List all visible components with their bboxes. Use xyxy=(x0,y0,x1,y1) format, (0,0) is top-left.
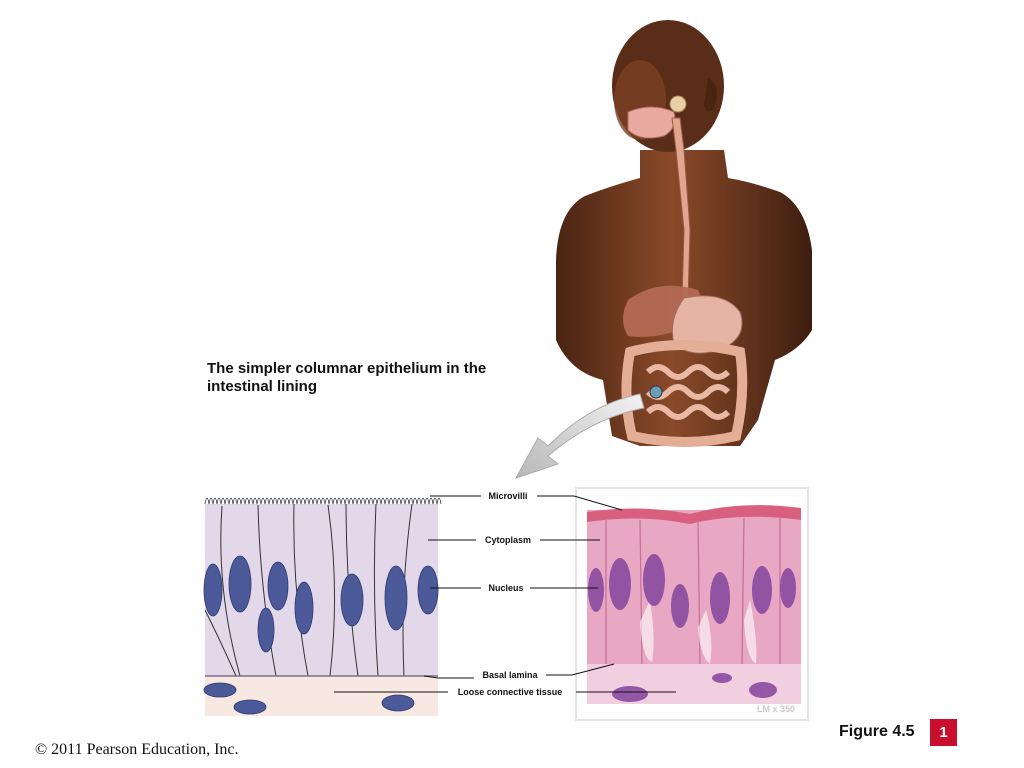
label-nucleus: Nucleus xyxy=(488,583,524,593)
magnification-label: LM x 350 xyxy=(757,704,796,714)
copyright-notice: © 2011 Pearson Education, Inc. xyxy=(35,741,239,758)
nucleus-drawing xyxy=(417,565,439,615)
leader-basal-lamina-right xyxy=(546,663,615,676)
connective-nucleus-drawing xyxy=(233,699,267,715)
micrograph-nucleus xyxy=(752,566,772,614)
torso-illustration xyxy=(556,20,812,447)
micrograph-clear-space xyxy=(744,600,757,664)
micrograph-nucleus xyxy=(609,558,631,610)
micrograph-brush-border xyxy=(587,505,801,524)
micrograph-nucleus xyxy=(643,554,665,606)
nucleus-drawing xyxy=(203,563,223,617)
digestive-tract xyxy=(621,95,748,447)
micrograph-connective-nucleus xyxy=(749,682,777,698)
salivary-gland xyxy=(669,95,687,113)
figure-number: Figure 4.5 xyxy=(839,723,915,740)
nucleus-drawing xyxy=(267,561,289,611)
micrograph-cell-wall xyxy=(741,517,745,665)
nucleus-drawing xyxy=(228,555,252,613)
nucleus-drawing xyxy=(384,565,408,631)
small-intestine xyxy=(645,364,731,420)
figure-caption: The simpler columnar epithelium in the i… xyxy=(207,360,487,395)
leader-lines xyxy=(334,495,676,693)
micrograph-clear-spaces xyxy=(640,600,757,664)
connective-nucleus-drawing xyxy=(381,694,415,712)
micrograph-cell-wall xyxy=(639,519,643,665)
micrograph-nucleus xyxy=(588,568,604,612)
mouth-cavity xyxy=(627,106,676,139)
ear xyxy=(704,78,717,112)
large-intestine xyxy=(621,340,748,447)
micrograph-clear-space xyxy=(640,600,654,662)
micrograph-clear-space xyxy=(698,610,712,664)
connective-nucleus-drawing xyxy=(203,682,237,698)
label-loose-connective-tissue: Loose connective tissue xyxy=(457,687,563,697)
cell-boundary xyxy=(257,504,277,677)
cell-boundary xyxy=(220,505,241,677)
nuclei-drawing xyxy=(203,555,439,715)
cell-boundary xyxy=(204,609,237,677)
magnified-region-marker xyxy=(649,385,663,399)
microvilli-border-drawing xyxy=(204,497,442,505)
cell-boundaries-drawing xyxy=(204,503,413,677)
label-microvilli: Microvilli xyxy=(488,491,528,501)
step-badge[interactable]: 1 xyxy=(930,719,957,746)
cell-boundary xyxy=(327,504,336,677)
nucleus-drawing xyxy=(294,581,314,635)
label-cytoplasm: Cytoplasm xyxy=(484,535,532,545)
micrograph-nucleus xyxy=(671,584,689,628)
micrograph xyxy=(575,487,809,721)
cell-boundary xyxy=(373,503,379,677)
nucleus-drawing xyxy=(340,573,364,627)
micrograph-connective-nucleus xyxy=(712,673,732,683)
micrograph-nucleus xyxy=(780,568,796,608)
leader-basal-lamina-left xyxy=(423,675,474,679)
nucleus-drawing xyxy=(257,607,275,653)
leader-microvilli-right xyxy=(537,495,623,511)
micrograph-nucleus xyxy=(710,572,730,624)
micrograph-nuclei xyxy=(588,554,796,702)
label-basal-lamina: Basal lamina xyxy=(482,670,538,680)
zoom-arrow xyxy=(514,393,645,479)
epithelium-drawing xyxy=(203,497,442,716)
cell-boundary xyxy=(293,503,309,677)
micrograph-connective-nucleus xyxy=(612,686,648,702)
